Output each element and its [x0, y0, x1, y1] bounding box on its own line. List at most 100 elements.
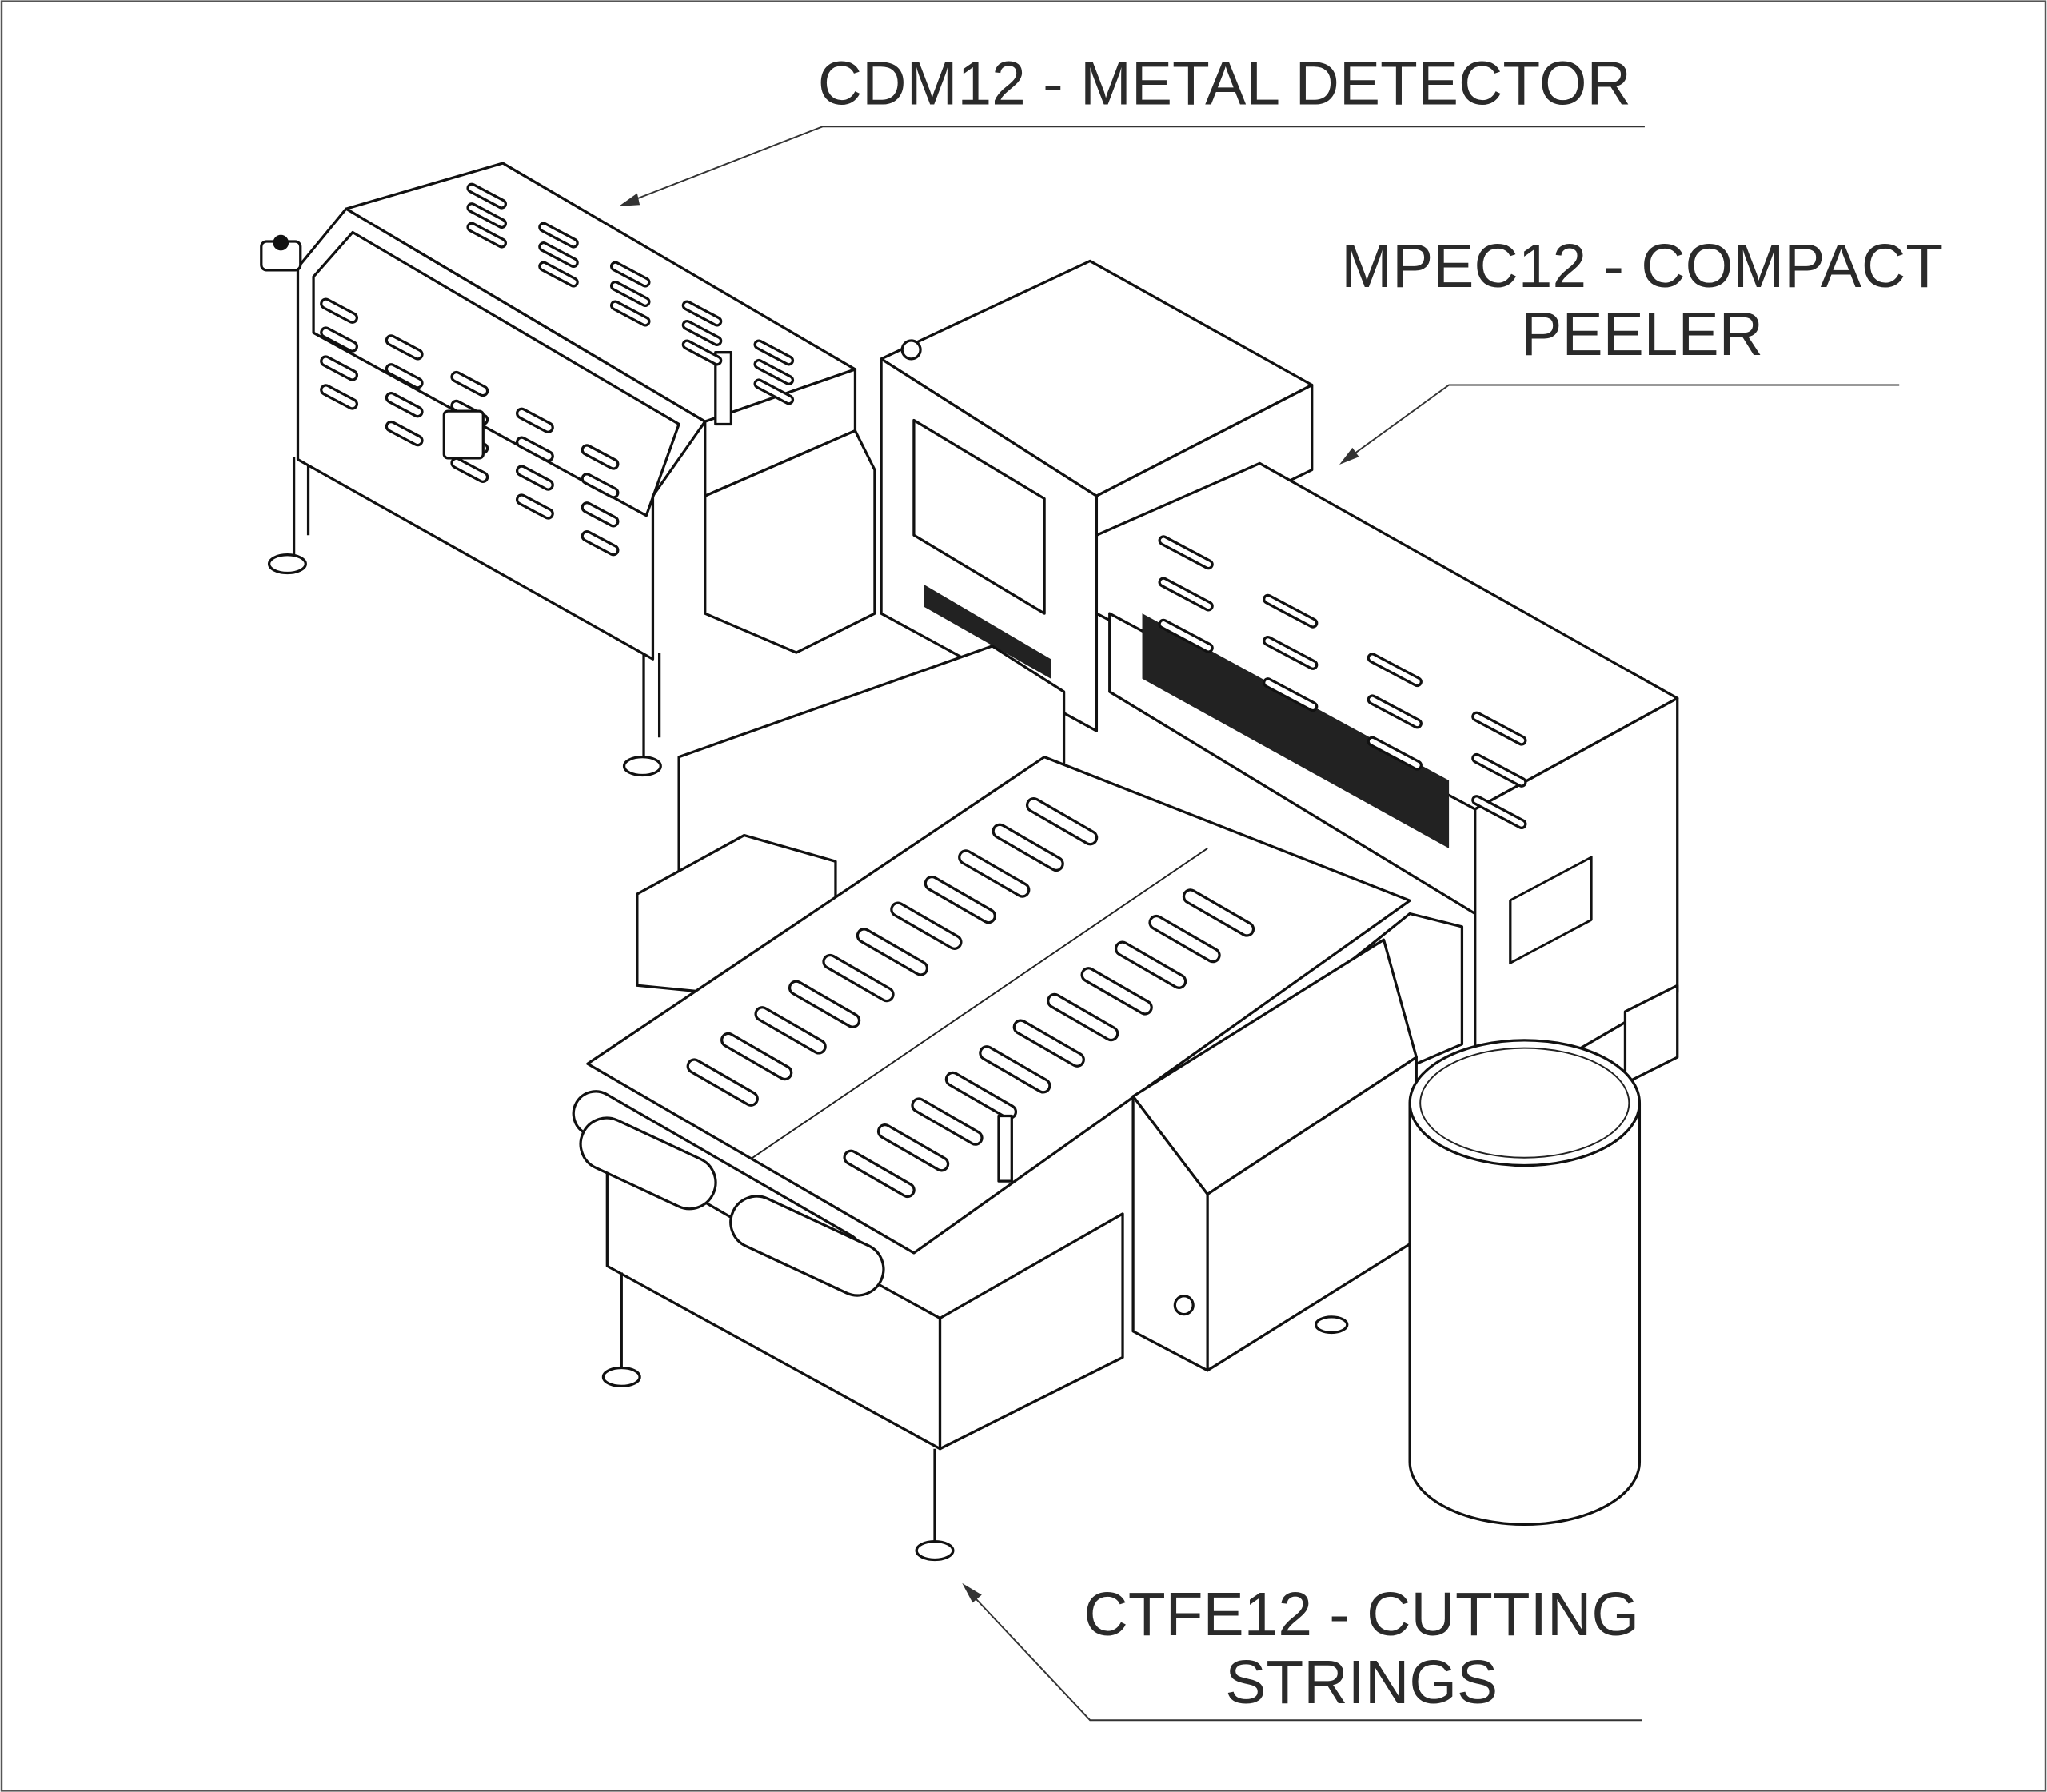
vent-slot [385, 363, 424, 389]
vent-slot [450, 370, 489, 397]
peeler-front [880, 357, 1099, 732]
vent-slot [385, 420, 424, 447]
vent-slot [581, 501, 620, 528]
cutting-slot [1080, 967, 1153, 1016]
vent-slot [538, 261, 579, 288]
bin-rim [1408, 1039, 1642, 1167]
callout-cutting: CTFE12 - CUTTING STRINGS [962, 1581, 1642, 1722]
vent-slot [466, 202, 507, 229]
cover-slot [1471, 752, 1527, 788]
vent-slot [681, 319, 723, 346]
vent-slot [466, 182, 507, 210]
cutting-slot [911, 1097, 984, 1146]
vent-slot [385, 392, 424, 418]
vent-slot [681, 339, 723, 366]
label-cutting-line2: STRINGS [1225, 1649, 1498, 1717]
vent-slot [515, 493, 554, 520]
vent-slot [515, 436, 554, 462]
metal-detector-machine [260, 162, 857, 777]
top-slots [466, 182, 795, 405]
roller-covers [1158, 535, 1527, 830]
leader-line [624, 126, 1645, 205]
cutting-slots [686, 796, 1255, 1199]
vent-slot [753, 378, 795, 405]
cover-slot [1263, 677, 1319, 712]
indicator-lamp [900, 339, 922, 361]
vent-slot [515, 407, 554, 433]
cover-slot [1471, 711, 1527, 746]
cover-slot [1263, 593, 1319, 629]
latch [442, 409, 485, 460]
cutting-strings-machine [572, 645, 1464, 1562]
conveyor-bed [586, 756, 1411, 1255]
compact-peeler-machine [704, 259, 1679, 1111]
cutting-slot [1025, 796, 1099, 846]
cutting-slot [958, 849, 1031, 898]
cover-slot [1367, 694, 1423, 729]
vent-grille [924, 585, 1051, 679]
access-door [912, 418, 1046, 615]
cutting-slot [856, 928, 929, 976]
control-knob [1173, 1295, 1195, 1316]
arrowhead-icon [1339, 447, 1359, 465]
cutting-drum [729, 1195, 885, 1297]
roller-grille [1142, 613, 1450, 848]
cutting-slot [1012, 1019, 1085, 1068]
beacon-post [714, 351, 733, 426]
cutting-slot [876, 1123, 950, 1172]
bin-body [1408, 1101, 1642, 1527]
vent-slot [320, 355, 358, 381]
cover-slot [1367, 653, 1423, 688]
vent-slot [753, 339, 795, 366]
cutting-slot [979, 1045, 1051, 1094]
foot [1314, 1315, 1349, 1335]
cutting-slot [822, 953, 895, 1003]
vent-slot [609, 300, 651, 327]
cover-slot [1158, 577, 1214, 612]
vent-slot [538, 222, 579, 249]
end-bracket [1623, 984, 1679, 1085]
vent-slot [581, 530, 620, 557]
callout-peeler: MPEC12 - COMPACT PEELER [1339, 233, 1943, 465]
cutting-slot [788, 980, 861, 1028]
vent-slot [538, 241, 579, 269]
cutting-slot [992, 823, 1064, 872]
label-peeler-line1: MPEC12 - COMPACT [1341, 233, 1943, 301]
cutting-slot [754, 1006, 827, 1055]
emergency-stop-knob [273, 234, 289, 251]
label-peeler-line2: PEELER [1521, 301, 1763, 369]
vent-slot [609, 281, 651, 307]
cutting-slot [1114, 940, 1187, 989]
side-guard [312, 230, 680, 517]
vent-slot [450, 457, 489, 483]
collection-bin [1408, 1039, 1642, 1527]
callout-metal-detector: CDM12 - METAL DETECTOR [619, 50, 1645, 206]
vent-slot [320, 297, 358, 324]
vent-slot [581, 444, 620, 470]
cutting-drum [579, 1116, 717, 1211]
cover-slot [1471, 795, 1527, 830]
vent-slot [385, 334, 424, 361]
cutting-slot [720, 1032, 793, 1081]
vent-slot [753, 358, 795, 385]
cutting-slot [1148, 914, 1221, 964]
bin-opening [1419, 1047, 1630, 1159]
vent-slot [466, 222, 507, 249]
conveyor-divider [750, 848, 1208, 1160]
arrowhead-icon [619, 193, 640, 206]
vent-slot [515, 465, 554, 491]
cover-slot [1263, 635, 1319, 670]
vent-slot [320, 384, 358, 410]
vent-slot [681, 300, 723, 327]
foot [267, 553, 307, 575]
cutting-slot [686, 1058, 759, 1107]
foot [601, 1366, 641, 1388]
frame-side [938, 1212, 1124, 1451]
vent-slot [609, 261, 651, 288]
front-slots [320, 297, 620, 557]
vent-slot [320, 326, 358, 353]
cutting-slot [890, 901, 963, 950]
foot [622, 756, 662, 777]
